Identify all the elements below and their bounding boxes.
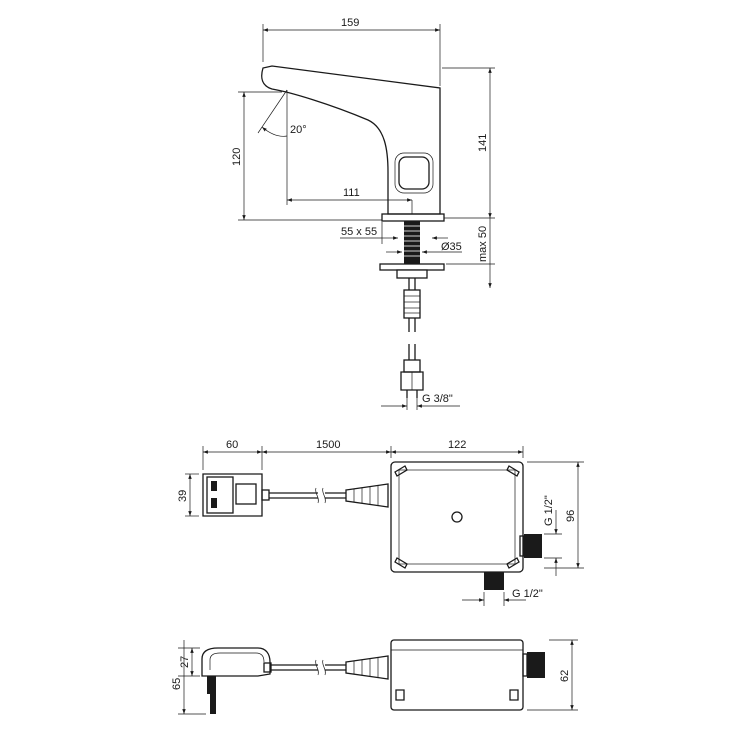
- dim-spout-reach: 111: [343, 187, 360, 199]
- dim-inlet-thread-bottom: G 1/2": [512, 588, 543, 600]
- dim-hose-thread: G 3/8": [422, 393, 453, 405]
- dim-plug-total-height: 65: [171, 678, 183, 690]
- hose-braid-upper: [403, 289, 421, 319]
- dim-hole-diameter: Ø35: [441, 241, 462, 253]
- dim-box-side-height: 62: [559, 670, 571, 682]
- faucet-side-view: 159 141 120 20° 111 55 x 55 Ø35 max: [231, 17, 495, 410]
- control-box-side: [390, 639, 524, 711]
- faucet-base: [381, 213, 445, 222]
- dim-max-thickness: max 50: [477, 226, 489, 262]
- power-plug-top: [202, 473, 263, 517]
- dim-plug-side-height: 27: [179, 656, 191, 668]
- water-inlet-bottom: [484, 572, 504, 590]
- water-outlet-side: [524, 534, 542, 558]
- faucet-body: [261, 65, 441, 215]
- dim-cable-length: 1500: [316, 439, 340, 451]
- plug-pin: [207, 676, 216, 694]
- dim-spout-height: 120: [231, 148, 243, 166]
- control-box-top-view: 60 1500 122 39 96 G 1/2" G 1/2": [177, 439, 584, 606]
- control-box-side-view: 27 65 62: [171, 639, 578, 715]
- mounting-plate: [379, 263, 445, 271]
- dim-spout-angle: 20°: [290, 124, 307, 136]
- dim-box-height: 96: [565, 510, 577, 522]
- dim-faucet-length: 159: [341, 17, 359, 29]
- threaded-stud: [404, 221, 420, 264]
- outlet-side: [527, 652, 545, 678]
- dim-plug-width: 60: [226, 439, 238, 451]
- sensor-window: [398, 156, 430, 190]
- hose-nut: [400, 371, 424, 391]
- control-box: [390, 461, 524, 573]
- dim-box-width: 122: [448, 439, 466, 451]
- dim-plug-height: 39: [177, 490, 189, 502]
- dim-base-size: 55 x 55: [341, 226, 377, 238]
- dim-inlet-thread-side: G 1/2": [543, 495, 555, 526]
- dim-faucet-height: 141: [477, 134, 489, 152]
- power-plug-side: [201, 647, 271, 677]
- indicator-led: [451, 511, 463, 523]
